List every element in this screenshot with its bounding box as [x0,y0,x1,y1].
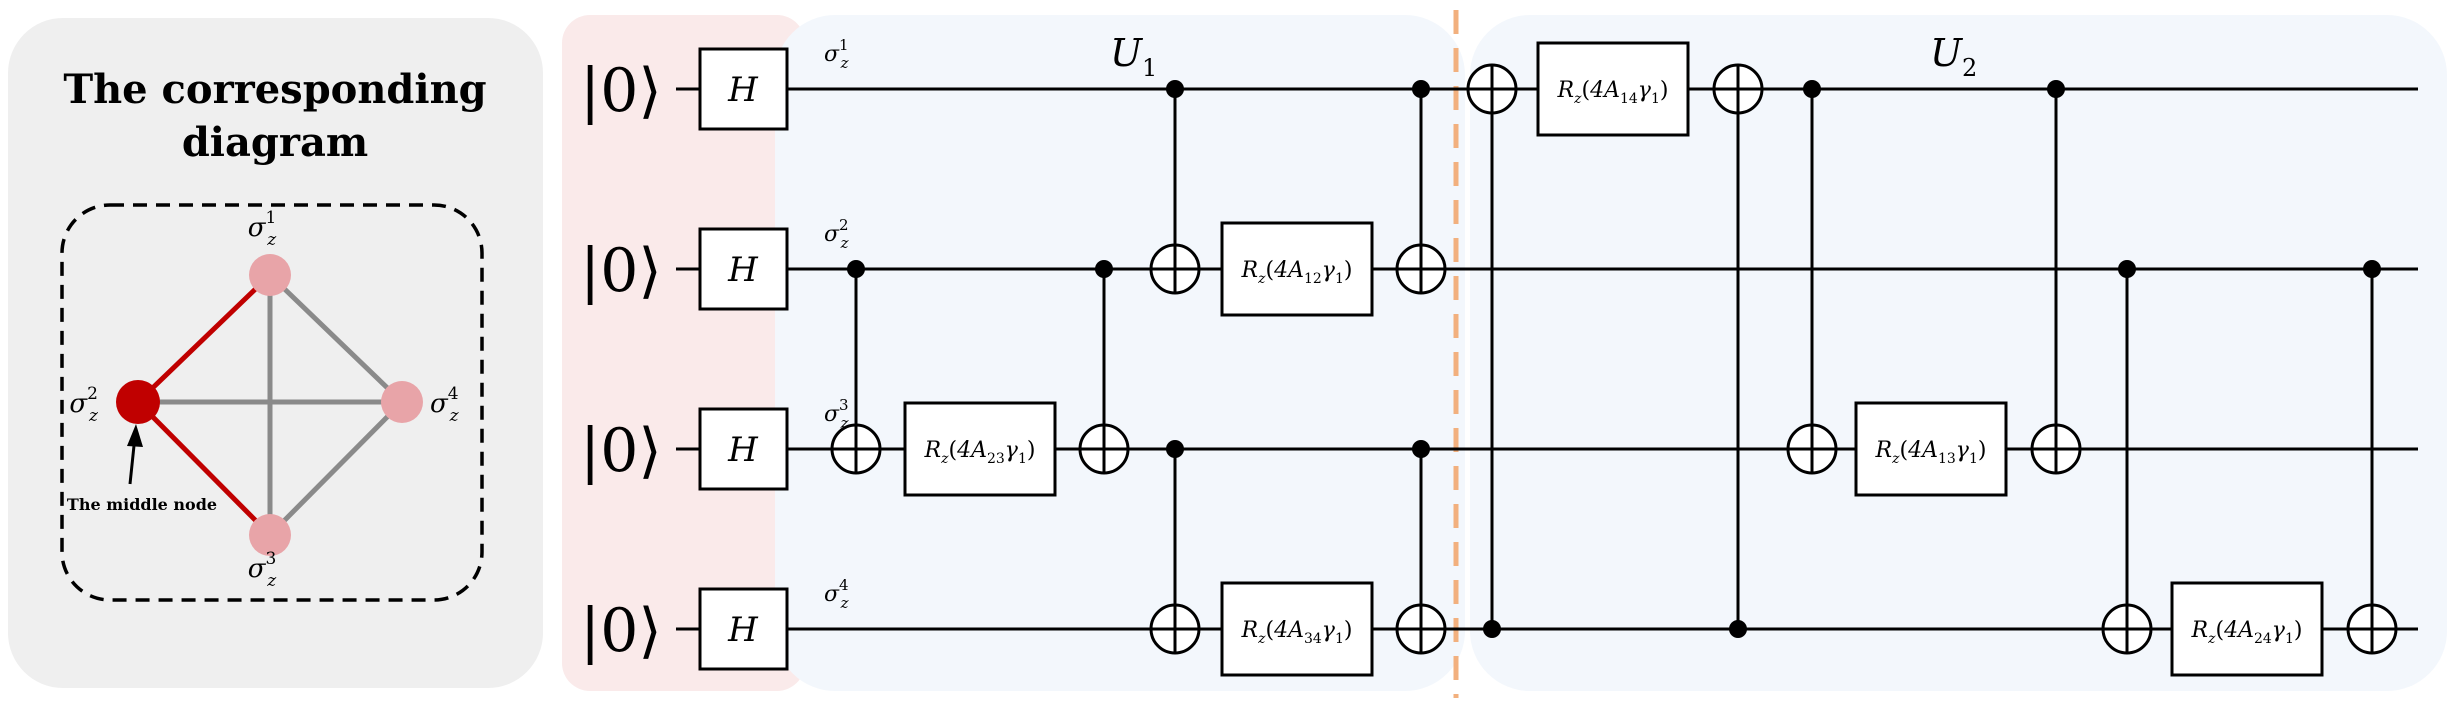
cnot-gate [2346,260,2398,655]
graph-edge-n2-n3 [136,400,272,537]
graph-node-n1 [249,254,291,296]
ket-q3: |0⟩ [580,416,662,486]
rz-gate-label: Rz(4A12γ1) [1241,258,1353,287]
rz-gate-box [2170,581,2324,677]
graph-nodes [116,254,423,556]
rz-gate-box [903,401,1057,497]
cnot-control-dot [1483,620,1501,638]
cnot-gate [1078,260,1130,475]
hadamard-gate-q3 [698,407,789,491]
rz-gate-label: Rz(4A24γ1) [2191,618,2303,647]
cnot-control-dot [1166,440,1184,458]
block-title-u2: U2 [1930,31,1977,82]
hadamard-label-q2: H [727,250,759,290]
graph-node-n3 [249,514,291,556]
cnot-gates [830,63,2398,655]
cnot-control-dot [1095,260,1113,278]
rz-gate-23: Rz(4A23γ1) [903,401,1057,497]
cnot-gate [1149,80,1201,295]
rz-gate-box [1220,221,1374,317]
cnot-control-dot [1803,80,1821,98]
graph-title-line1: The corresponding [63,66,486,113]
cnot-gate [1149,440,1201,655]
hadamard-gate-q4 [698,587,789,671]
ket-q4: |0⟩ [580,596,662,666]
ket-q1: |0⟩ [580,56,662,126]
graph-node-n4 [381,381,423,423]
rz-gate-box [1854,401,2008,497]
cnot-control-dot [2118,260,2136,278]
graph-node-n2 [116,380,160,424]
rz-gate-label: Rz(4A34γ1) [1241,618,1353,647]
block-titles: U1 U2 [1110,31,1977,82]
block-u1-background [775,15,1465,691]
graph-edge-n3-n4 [268,400,404,537]
rz-gate-box [1536,41,1690,137]
cnot-control-dot [1166,80,1184,98]
hadamard-gates: H H H H [698,47,789,671]
rz-gate-label: Rz(4A14γ1) [1557,78,1669,107]
initialization-background [562,15,805,691]
middle-node-arrow-head-icon [127,424,143,447]
cnot-gate [1395,80,1447,295]
ket-q2: |0⟩ [580,236,662,306]
hadamard-label-q1: H [727,70,759,110]
rz-gate-14: Rz(4A14γ1) [1536,41,1690,137]
rz-gate-24: Rz(4A24γ1) [2170,581,2324,677]
hadamard-gate-q2 [698,227,789,311]
rz-gate-12: Rz(4A12γ1) [1220,221,1374,317]
rz-gates: Rz(4A23γ1) Rz(4A12γ1) Rz(4A34γ1) Rz(4A14γ1)… [903,41,2324,677]
cnot-control-dot [847,260,865,278]
rz-gate-box [1220,581,1374,677]
rz-gate-34: Rz(4A34γ1) [1220,581,1374,677]
cnot-control-dot [1412,80,1430,98]
hadamard-gate-q1 [698,47,789,131]
graph-edge-n2-n1 [136,273,272,404]
cnot-gate [1466,63,1518,638]
block-u2-background [1470,15,2447,691]
block-title-u1: U1 [1110,31,1157,82]
middle-node-label: The middle node [67,495,217,514]
graph-dashed-frame [60,203,484,602]
cnot-control-dot [2047,80,2065,98]
cnot-gate [2030,80,2082,475]
graph-edge-n1-n4 [268,273,404,404]
cnot-control-dot [1412,440,1430,458]
rz-gate-label: Rz(4A13γ1) [1875,438,1987,467]
graph-edges [136,273,404,537]
graph-panel-background [8,18,543,688]
initial-states: |0⟩ |0⟩ |0⟩ |0⟩ [580,56,662,666]
hadamard-label-q4: H [727,610,759,650]
hadamard-label-q3: H [727,430,759,470]
rz-gate-label: Rz(4A23γ1) [924,438,1036,467]
rz-gate-13: Rz(4A13γ1) [1854,401,2008,497]
cnot-control-dot [1729,620,1747,638]
cnot-gate [2101,260,2153,655]
cnot-gate [830,260,882,475]
graph-title-line2: diagram [182,119,368,166]
cnot-gate [1786,80,1838,475]
cnot-gate [1395,440,1447,655]
cnot-gate [1712,63,1764,638]
cnot-control-dot [2363,260,2381,278]
